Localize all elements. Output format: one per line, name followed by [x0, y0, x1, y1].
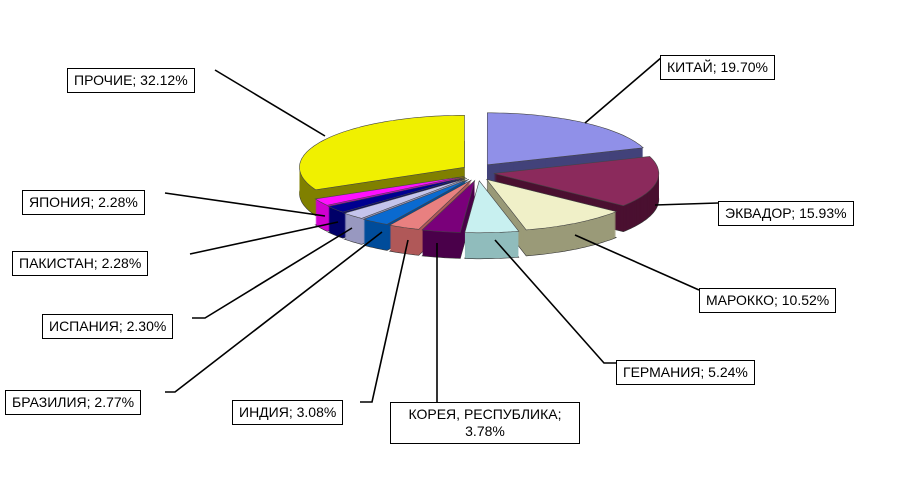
leader-line-ecuador [654, 202, 719, 206]
data-label-morocco: МАРОККО; 10.52% [699, 288, 837, 313]
pie-slice-4 [421, 179, 476, 259]
pie-slice-top-8 [327, 177, 466, 213]
pie-slice-top-3 [464, 180, 520, 234]
data-label-korea: КОРЕЯ, РЕСПУБЛИКА; 3.78% [390, 402, 580, 444]
data-label-china: КИТАЙ; 19.70% [660, 55, 775, 80]
leader-line-brazil [165, 231, 383, 393]
pie-slice-3 [464, 180, 520, 260]
data-label-brazil: БРАЗИЛИЯ; 2.77% [5, 390, 142, 415]
data-label-india: ИНДИЯ; 3.08% [232, 400, 344, 425]
pie-slice-top-9 [314, 176, 465, 206]
pie-slice-top-0 [486, 112, 644, 166]
pie-slice-1 [493, 156, 660, 233]
data-label-ecuador: ЭКВАДОР; 15.93% [718, 201, 854, 226]
pie-slice-top-2 [485, 178, 618, 231]
leader-line-others [214, 69, 326, 137]
pie-slice-top-7 [343, 178, 468, 219]
pie-slice-top-1 [493, 156, 660, 207]
pie-slice-top-4 [421, 179, 476, 233]
pie-slice-top-5 [388, 179, 472, 230]
pie-slice-top-10 [299, 115, 465, 191]
leader-line-india [360, 239, 409, 403]
data-label-japan: ЯПОНИЯ; 2.28% [22, 190, 145, 215]
pie-slice-top-6 [362, 178, 470, 225]
leader-line-spain [192, 227, 353, 319]
leader-line-morocco [574, 234, 700, 291]
data-label-others: ПРОЧИЕ; 32.12% [67, 68, 195, 93]
data-label-spain: ИСПАНИЯ; 2.30% [42, 314, 174, 339]
data-label-germany: ГЕРМАНИЯ; 5.24% [616, 360, 755, 385]
data-label-pakistan: ПАКИСТАН; 2.28% [12, 251, 149, 276]
leader-line-japan [164, 192, 326, 217]
leader-line-china [584, 56, 663, 124]
leader-line-germany [494, 239, 616, 364]
leader-line-pakistan [189, 221, 339, 255]
